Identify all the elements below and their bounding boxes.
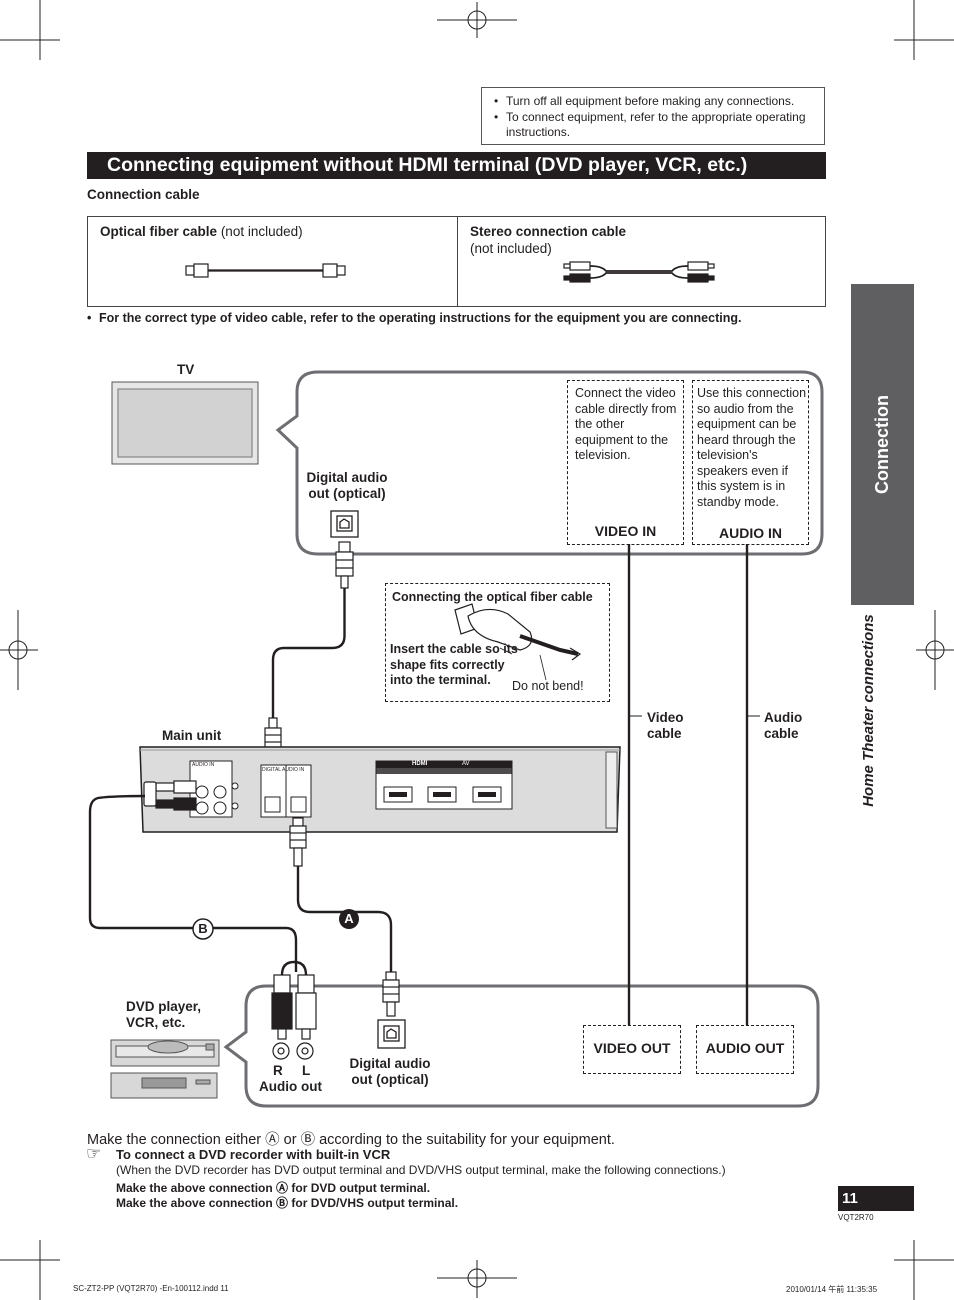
dvd-rca-jacks (272, 1042, 314, 1060)
r-label: R (273, 1063, 283, 1078)
marker-b: B (198, 921, 208, 936)
note-item: To connect equipment, refer to the appro… (494, 110, 816, 141)
dvd-digital-audio-label: Digital audio out (optical) (349, 1056, 431, 1087)
reference-paren: (When the DVD recorder has DVD output te… (116, 1163, 726, 1177)
panel-hdmi-label: HDMI (412, 761, 428, 767)
unit-optical-plug-a (289, 817, 307, 867)
connection-a-line: Make the above connection Ⓐ for DVD outp… (116, 1181, 431, 1195)
optical-cable-icon (185, 263, 346, 278)
tv-optical-cable (271, 588, 346, 718)
tv-optical-terminal (330, 510, 359, 538)
dvd-optical-plug (382, 971, 400, 1017)
cable-b (88, 794, 298, 972)
marker-a-circle (339, 909, 359, 929)
audio-cable-label: Audio cable (764, 710, 803, 741)
video-out-box: VIDEO OUT (583, 1025, 681, 1074)
video-cable-note: •For the correct type of video cable, re… (87, 311, 742, 325)
stereo-cable-note: (not included) (470, 241, 552, 256)
optical-tip-title: Connecting the optical fiber cable (392, 590, 593, 604)
dvd-optical-terminal (377, 1019, 406, 1049)
audio-out-label: Audio out (259, 1079, 322, 1094)
side-tab-label: Connection (872, 395, 892, 494)
cable-table: Optical fiber cable (not included) Stere… (87, 216, 826, 307)
side-subtitle: Home Theater connections (859, 613, 877, 807)
video-in-box: Connect the video cable directly from th… (567, 380, 684, 545)
do-not-bend-label: Do not bend! (512, 679, 584, 693)
stereo-cable-name: Stereo connection cable (470, 224, 627, 239)
model-code: VQT2R70 (838, 1213, 874, 1222)
print-file: SC-ZT2-PP (VQT2R70) -En-100112.indd 11 (73, 1284, 229, 1293)
video-in-desc: Connect the video cable directly from th… (575, 386, 677, 462)
note-item: Turn off all equipment before making any… (494, 94, 816, 110)
dvd-callout (223, 984, 820, 1108)
main-rca-plugs (143, 780, 197, 811)
panel-av-label: AV (462, 761, 470, 767)
side-tab (851, 284, 914, 605)
marker-b-circle (192, 918, 214, 940)
audio-in-box: Use this connection so audio from the eq… (692, 380, 809, 545)
reference-icon: ☞ (86, 1144, 102, 1163)
main-unit-icon (139, 746, 621, 833)
optical-tip-text: Insert the cable so its shape fits corre… (390, 642, 518, 687)
audio-out-box: AUDIO OUT (696, 1025, 794, 1074)
panel-audio-in-label: AUDIO IN (192, 762, 215, 768)
print-date: 2010/01/14 午前 11:35:35 (786, 1285, 878, 1294)
dvd-rca-plugs (271, 974, 317, 1040)
tv-callout (275, 370, 824, 556)
optical-cable-note: (not included) (220, 224, 303, 239)
dvd-player-label: DVD player, VCR, etc. (126, 999, 202, 1030)
panel-digital-audio-in-label: DIGITAL AUDIO IN (262, 767, 305, 773)
stereo-cable-cell: Stereo connection cable (not included) (470, 223, 626, 257)
audio-in-label: AUDIO IN (719, 525, 782, 541)
marker-a: A (344, 911, 354, 926)
notes-box: Turn off all equipment before making any… (481, 87, 825, 145)
connection-cable-heading: Connection cable (87, 187, 200, 202)
tv-label: TV (177, 362, 195, 377)
video-in-label: VIDEO IN (594, 523, 657, 539)
audio-in-desc: Use this connection so audio from the eq… (697, 386, 807, 509)
connection-b-line: Make the above connection Ⓑ for DVD/VHS … (116, 1196, 459, 1210)
video-cable-label: Video cable (647, 710, 684, 741)
reference-title: To connect a DVD recorder with built-in … (116, 1147, 391, 1162)
optical-plug-illustration (454, 603, 582, 681)
stereo-cable-icon (563, 261, 715, 283)
optical-cable-cell: Optical fiber cable (not included) (100, 223, 303, 240)
optical-tip-box: Connecting the optical fiber cable Inser… (385, 583, 610, 702)
either-line: Make the connection either Ⓐ or Ⓑ accord… (87, 1132, 615, 1148)
l-label: L (302, 1063, 311, 1078)
tv-digital-audio-label: Digital audio out (optical) (306, 470, 388, 501)
page-number: 11 (838, 1186, 914, 1211)
main-unit-label: Main unit (162, 728, 222, 743)
tv-optical-plug (335, 541, 354, 589)
tv-icon (111, 381, 259, 465)
optical-cable-name: Optical fiber cable (100, 224, 218, 239)
page-title: Connecting equipment without HDMI termin… (87, 152, 826, 179)
dvd-player-icon (110, 1039, 220, 1099)
